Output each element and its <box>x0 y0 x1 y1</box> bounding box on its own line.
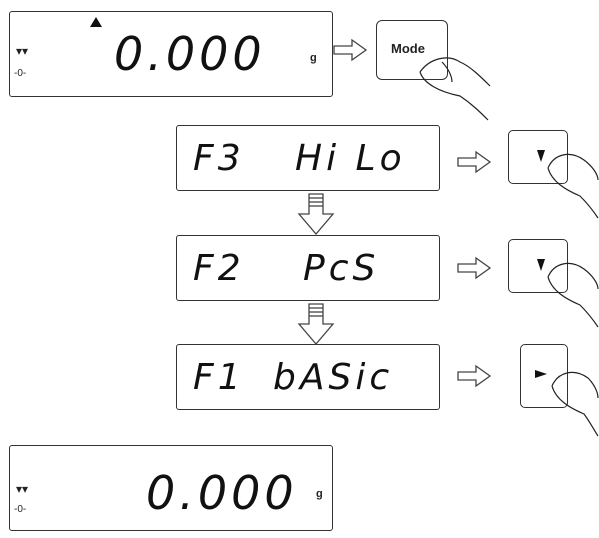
unit-label: g <box>310 52 317 64</box>
weight-readout-bottom: 0.000 <box>146 466 298 520</box>
stable-indicator-bottom: ▾▾ <box>16 482 29 496</box>
function-code-f1: F1 <box>193 357 245 398</box>
display-bottom: ▾▾ -0- 0.000 g <box>9 445 333 531</box>
right-arrow-icon <box>333 38 492 388</box>
weight-readout: 0.000 <box>114 27 266 81</box>
display-f1: F1 bASic <box>176 344 440 410</box>
stable-indicator: ▾▾ <box>16 44 29 58</box>
zero-indicator: -0- <box>14 68 27 79</box>
display-top: ▾▾ -0- 0.000 g <box>9 11 333 97</box>
down-triangle-icon <box>537 259 545 271</box>
finger-icon <box>419 57 599 437</box>
function-code-f3: F3 <box>193 138 245 179</box>
right-button[interactable] <box>520 344 568 408</box>
down-arrow-icon <box>297 193 335 346</box>
display-f2: F2 PcS <box>176 235 440 301</box>
function-name-f1: bASic <box>273 357 394 398</box>
function-code-f2: F2 <box>193 248 245 289</box>
zero-indicator-bottom: -0- <box>14 504 27 515</box>
top-indicator-icon <box>90 17 102 27</box>
mode-button[interactable]: Mode <box>376 20 448 80</box>
function-name-f2: PcS <box>303 248 380 289</box>
display-f3: F3 Hi Lo <box>176 125 440 191</box>
unit-label-bottom: g <box>316 488 323 500</box>
function-name-f3: Hi Lo <box>295 138 406 179</box>
right-triangle-icon <box>535 370 547 378</box>
mode-button-label: Mode <box>391 41 425 56</box>
down-triangle-icon <box>537 150 545 162</box>
